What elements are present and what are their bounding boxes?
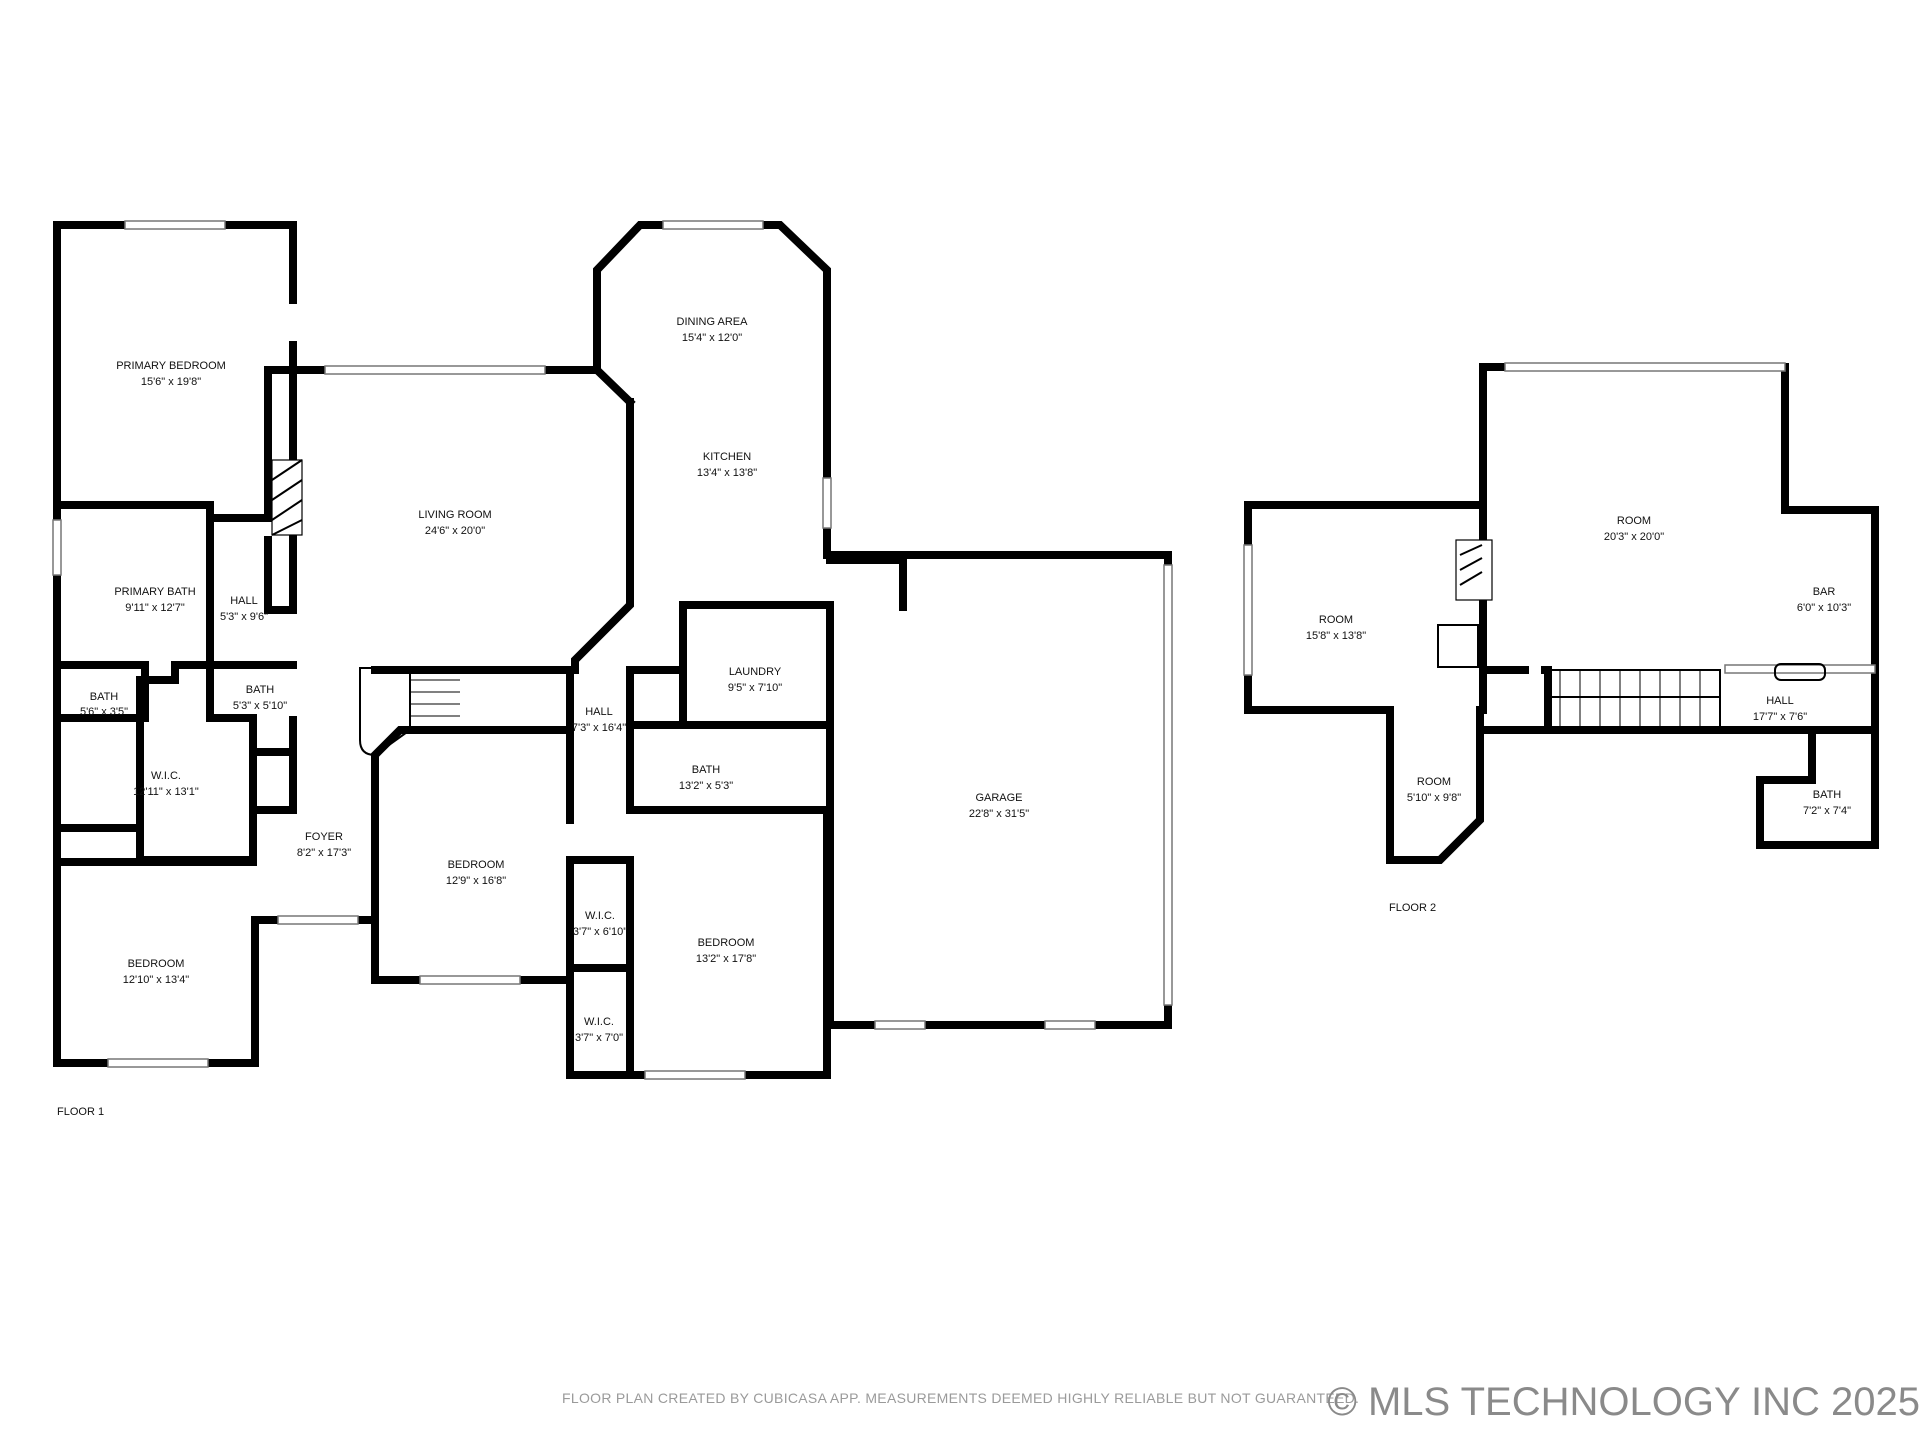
room-name: BEDROOM [128, 958, 185, 970]
room-name: W.I.C. [585, 910, 615, 922]
room-name: BATH [692, 764, 721, 776]
room-dimensions: 12'11" x 13'1" [133, 786, 199, 798]
floor-1-walls [53, 221, 1172, 1079]
room-name: ROOM [1417, 776, 1451, 788]
room-name: BAR [1813, 586, 1836, 598]
room-dimensions: 20'3" x 20'0" [1604, 531, 1664, 543]
room-dimensions: 13'2" x 17'8" [696, 953, 756, 965]
room-dimensions: 22'8" x 31'5" [969, 808, 1029, 820]
room-dimensions: 17'7" x 7'6" [1753, 711, 1807, 723]
room-dimensions: 5'6" x 3'5" [80, 706, 128, 718]
room-name: BATH [1813, 789, 1842, 801]
room-name: W.I.C. [584, 1016, 614, 1028]
floor-1-windows [52, 220, 1173, 1080]
stair-landing [1437, 624, 1479, 668]
room-name: HALL [1766, 695, 1794, 707]
disclaimer-text: FLOOR PLAN CREATED BY CUBICASA APP. MEAS… [562, 1390, 1360, 1406]
floor-label: FLOOR 1 [57, 1106, 104, 1118]
bar-sink [1774, 663, 1826, 681]
room-dimensions: 5'10" x 9'8" [1407, 792, 1461, 804]
staircase-2 [1549, 669, 1721, 728]
room-dimensions: 24'6" x 20'0" [425, 525, 485, 537]
room-dimensions: 15'4" x 12'0" [682, 332, 742, 344]
room-dimensions: 8'2" x 17'3" [297, 847, 351, 859]
room-dimensions: 9'5" x 7'10" [728, 682, 782, 694]
room-name: DINING AREA [677, 316, 749, 328]
room-name: PRIMARY BATH [114, 586, 195, 598]
room-name: BEDROOM [698, 937, 755, 949]
room-dimensions: 5'3" x 5'10" [233, 700, 287, 712]
room-dimensions: 7'3" x 16'4" [572, 722, 626, 734]
room-dimensions: 6'0" x 10'3" [1797, 602, 1851, 614]
room-name: GARAGE [975, 792, 1022, 804]
room-dimensions: 3'7" x 6'10" [573, 926, 627, 938]
room-name: FOYER [305, 831, 343, 843]
room-dimensions: 13'2" x 5'3" [679, 780, 733, 792]
room-name: ROOM [1617, 515, 1651, 527]
room-dimensions: 5'3" x 9'6" [220, 611, 268, 623]
staircase-1 [359, 667, 460, 757]
room-name: PRIMARY BEDROOM [116, 360, 226, 372]
room-name: ROOM [1319, 614, 1353, 626]
room-name: BEDROOM [448, 859, 505, 871]
room-name: KITCHEN [703, 451, 751, 463]
room-dimensions: 15'8" x 13'8" [1306, 630, 1366, 642]
room-dimensions: 3'7" x 7'0" [575, 1032, 623, 1044]
room-dimensions: 12'9" x 16'8" [446, 875, 506, 887]
floor-label: FLOOR 2 [1389, 902, 1436, 914]
room-name: LAUNDRY [729, 666, 782, 678]
room-name: HALL [585, 706, 613, 718]
room-dimensions: 12'10" x 13'4" [123, 974, 190, 986]
room-name: BATH [90, 691, 119, 703]
watermark: © MLS TECHNOLOGY INC 2025 [1327, 1380, 1920, 1424]
room-name: W.I.C. [151, 770, 181, 782]
floor-2-windows [1243, 362, 1876, 676]
fireplace-icon [271, 459, 303, 536]
room-dimensions: 7'2" x 7'4" [1803, 805, 1851, 817]
room-dimensions: 15'6" x 19'8" [141, 376, 201, 388]
room-dimensions: 9'11" x 12'7" [125, 602, 185, 614]
fireplace-icon [1455, 539, 1493, 601]
room-name: HALL [230, 595, 258, 607]
room-name: LIVING ROOM [418, 509, 491, 521]
room-dimensions: 13'4" x 13'8" [697, 467, 757, 479]
room-name: BATH [246, 684, 275, 696]
room-labels: PRIMARY BEDROOM 15'6" x 19'8" PRIMARY BA… [80, 316, 1851, 1044]
